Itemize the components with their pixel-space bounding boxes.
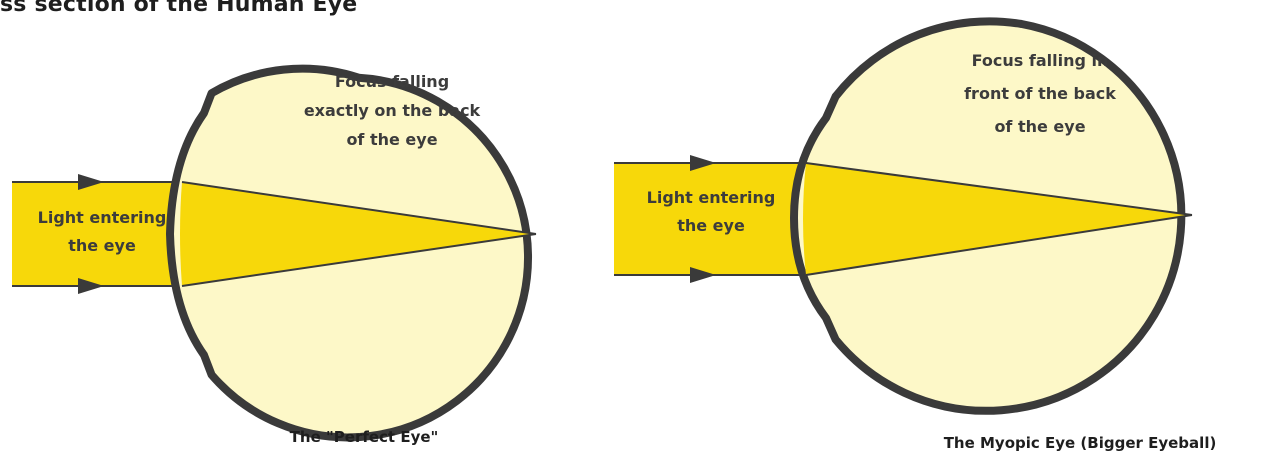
perfect-focus-line-1: Focus falling (292, 67, 492, 96)
perfect-light-label: Light entering the eye (22, 204, 182, 260)
perfect-light-line-2: the eye (22, 232, 182, 260)
perfect-focus-label: Focus falling exactly on the back of the… (292, 67, 492, 154)
myopic-focus-line-2: front of the back (935, 77, 1145, 110)
perfect-light-line-1: Light entering (22, 204, 182, 232)
myopic-focus-line-1: Focus falling in (935, 44, 1145, 77)
myopic-light-label: Light entering the eye (626, 184, 796, 240)
myopic-light-line-1: Light entering (626, 184, 796, 212)
myopic-focus-label: Focus falling in front of the back of th… (935, 44, 1145, 143)
perfect-eye-caption: The "Perfect Eye" (264, 428, 464, 446)
perfect-focus-line-2: exactly on the back (292, 96, 492, 125)
myopic-focus-line-3: of the eye (935, 110, 1145, 143)
perfect-focus-line-3: of the eye (292, 125, 492, 154)
myopic-light-line-2: the eye (626, 212, 796, 240)
myopic-eye-caption: The Myopic Eye (Bigger Eyeball) (930, 434, 1230, 452)
